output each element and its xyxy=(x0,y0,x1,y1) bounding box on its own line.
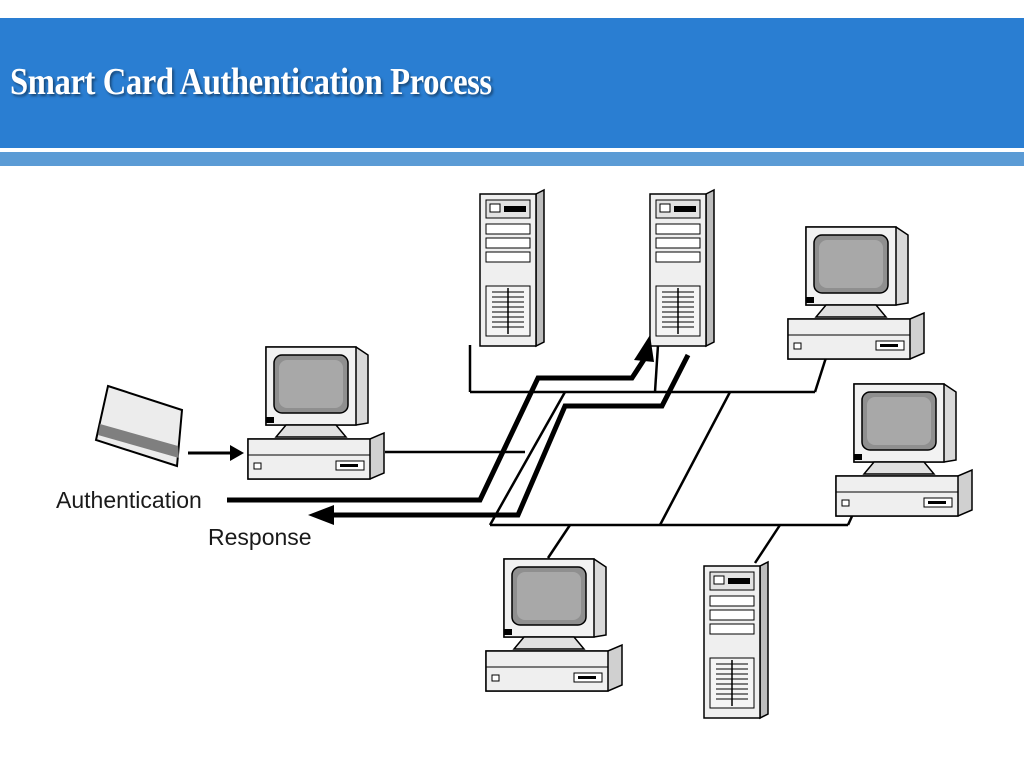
card-insert-arrow xyxy=(188,445,244,461)
pc-bottom-drop xyxy=(546,524,572,559)
client-computer xyxy=(247,346,385,480)
header-stripe xyxy=(0,152,1024,166)
response-arrowhead xyxy=(308,505,334,525)
server-2 xyxy=(649,189,715,347)
authentication-path xyxy=(227,356,648,503)
response-label: Response xyxy=(208,524,312,550)
response-path xyxy=(330,353,691,518)
authentication-label: Authentication xyxy=(56,487,202,513)
server-bottom-drop xyxy=(753,524,782,564)
server-2-drop xyxy=(653,344,660,393)
header-bar xyxy=(0,18,1024,148)
network-lines xyxy=(385,344,860,564)
workstation-bottom xyxy=(485,558,623,692)
network-bus-diagonal-1 xyxy=(488,391,567,526)
server-1 xyxy=(479,189,545,347)
network-bus-diagonal-2 xyxy=(658,391,732,526)
slide-title: Smart Card Authentication Process xyxy=(10,61,492,103)
workstation-top-right xyxy=(787,226,925,360)
workstation-right xyxy=(835,383,973,517)
server-3 xyxy=(703,561,769,719)
authentication-arrowhead xyxy=(634,335,654,362)
smart-card-icon xyxy=(94,384,184,468)
